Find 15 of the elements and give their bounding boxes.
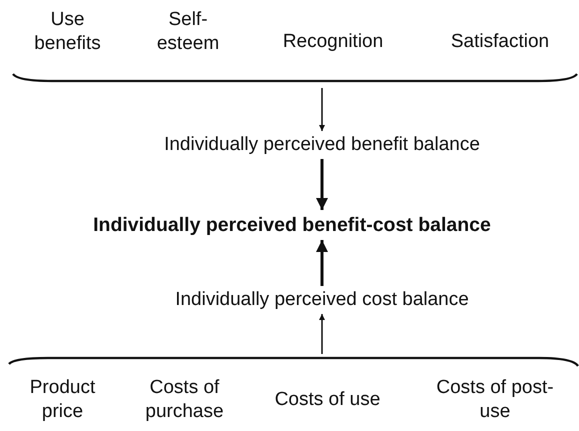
node-label: Costs of purchase (144, 376, 225, 424)
arrow (316, 240, 328, 286)
node-label: Individually perceived cost balance (175, 288, 469, 312)
arrow (319, 88, 325, 131)
node-label: Individually perceived benefit balance (164, 133, 480, 157)
node-label: Individually perceived benefit-cost balance (93, 213, 491, 237)
node-label: Satisfaction (450, 30, 550, 54)
node-label: Costs of post-use (435, 376, 555, 424)
node-label: Self-esteem (156, 8, 220, 56)
arrow (319, 314, 325, 354)
node-label: Use benefits (33, 8, 102, 56)
node-label: Costs of use (274, 388, 380, 412)
node-label: Recognition (282, 30, 384, 54)
node-label: Product price (28, 376, 96, 424)
arrow (316, 159, 328, 210)
